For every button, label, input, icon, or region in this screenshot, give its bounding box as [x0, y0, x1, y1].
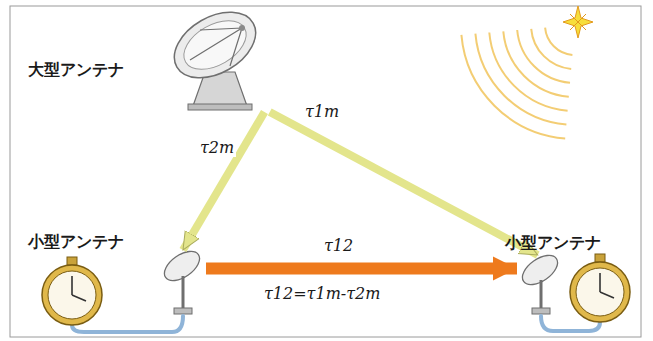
delay-label: τ12: [322, 236, 355, 255]
antenna-label: 小型アンテナ: [28, 232, 124, 251]
stopwatch: [570, 254, 630, 322]
antenna-label: 大型アンテナ: [28, 60, 124, 79]
small-antenna: [517, 250, 562, 314]
antenna-label: 小型アンテナ: [505, 233, 601, 252]
formula: τ12=τ1m-τ2m: [262, 284, 382, 303]
delay-label: τ1m: [303, 102, 341, 121]
radio-waves: [461, 28, 572, 139]
stopwatch: [42, 257, 102, 325]
large-antenna: [163, 0, 267, 110]
frame: [10, 6, 641, 337]
small-antenna: [159, 246, 204, 314]
antenna-node: 大型アンテナ: [170, 12, 275, 112]
antenna-node: 小型アンテナ: [517, 255, 563, 313]
star: [563, 6, 593, 38]
delay-arrow: [270, 112, 538, 255]
antenna-node: 小型アンテナ: [160, 250, 206, 312]
delay-arrow: [206, 263, 517, 275]
cable: [72, 316, 600, 332]
delay-label: τ2m: [198, 138, 236, 157]
delay-arrow: [183, 112, 265, 250]
